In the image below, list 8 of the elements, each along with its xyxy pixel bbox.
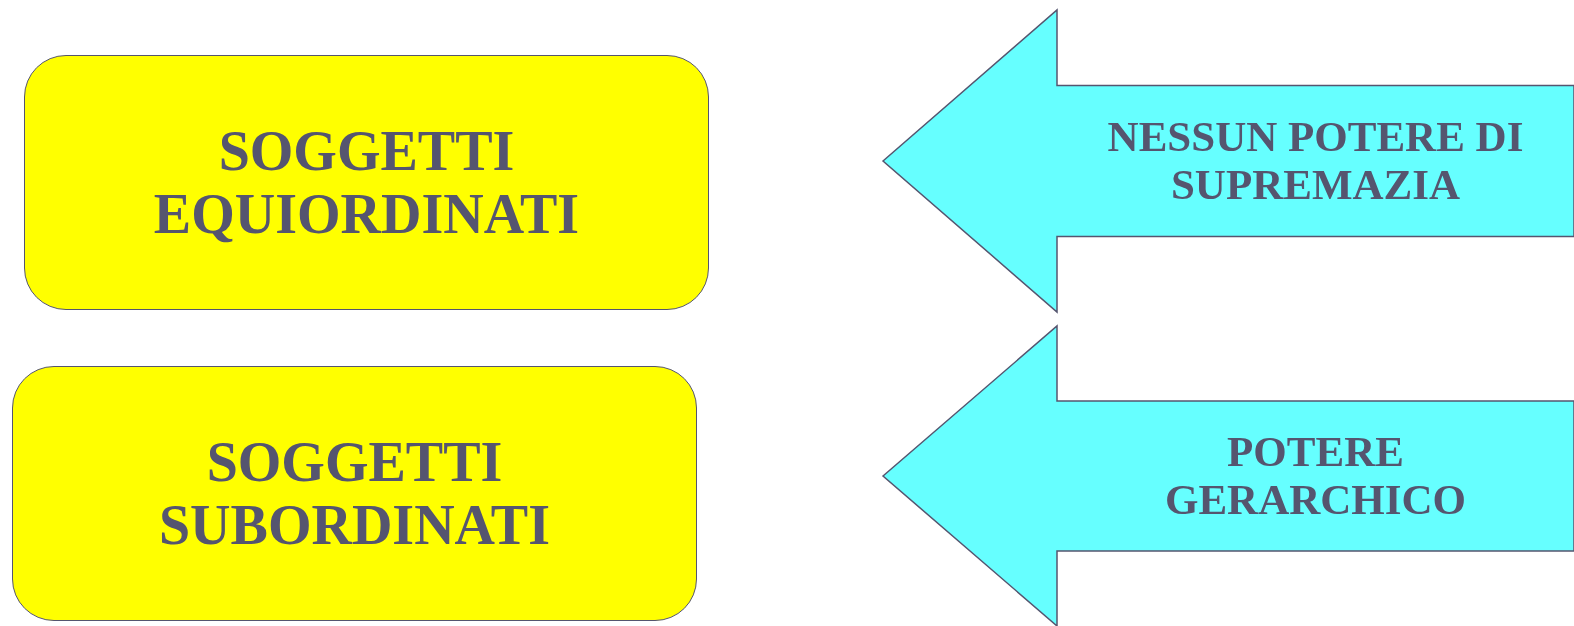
left-arrow-shape (883, 326, 1574, 626)
rounded-box (24, 55, 709, 310)
node-label: SOGGETTI SUBORDINATI (157, 430, 551, 557)
node-label: POTERE GERARCHICO (1164, 426, 1467, 525)
node-label: SOGGETTI EQUIORDINATI (152, 119, 581, 246)
node-label: NESSUN POTERE DI SUPREMAZIA (1106, 111, 1525, 210)
left-arrow-shape (883, 10, 1574, 312)
rounded-box (12, 366, 697, 621)
